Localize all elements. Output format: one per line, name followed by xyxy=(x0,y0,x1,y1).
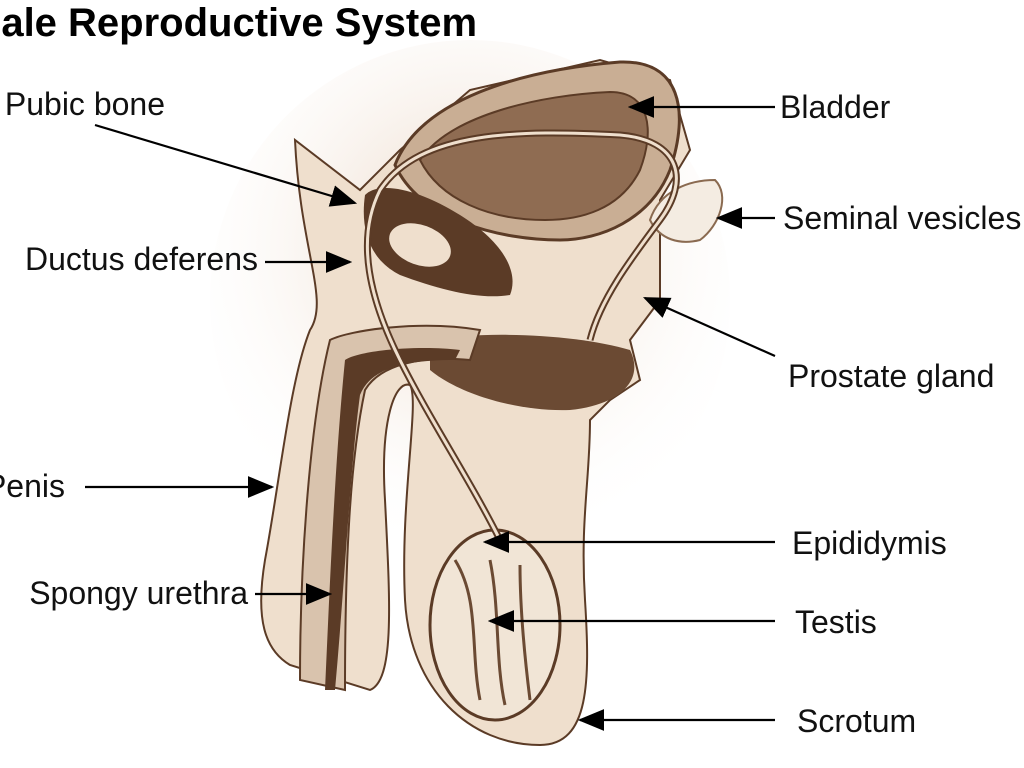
anatomy-illustration xyxy=(210,40,730,747)
label-penis: Penis xyxy=(0,468,65,504)
label-spongy-urethra: Spongy urethra xyxy=(29,575,248,611)
diagram-title: Male Reproductive System xyxy=(0,1,477,45)
label-scrotum: Scrotum xyxy=(797,703,916,739)
label-epididymis: Epididymis xyxy=(792,525,947,561)
label-seminal-vesicles: Seminal vesicles xyxy=(783,200,1021,236)
label-prostate-gland: Prostate gland xyxy=(788,358,994,394)
arrow-pubic-bone xyxy=(94,123,358,207)
arrow-prostate-gland xyxy=(642,296,776,358)
label-bladder: Bladder xyxy=(780,89,891,125)
label-pubic-bone: Pubic bone xyxy=(5,86,165,122)
label-testis: Testis xyxy=(795,604,877,640)
label-ductus-deferens: Ductus deferens xyxy=(25,241,258,277)
